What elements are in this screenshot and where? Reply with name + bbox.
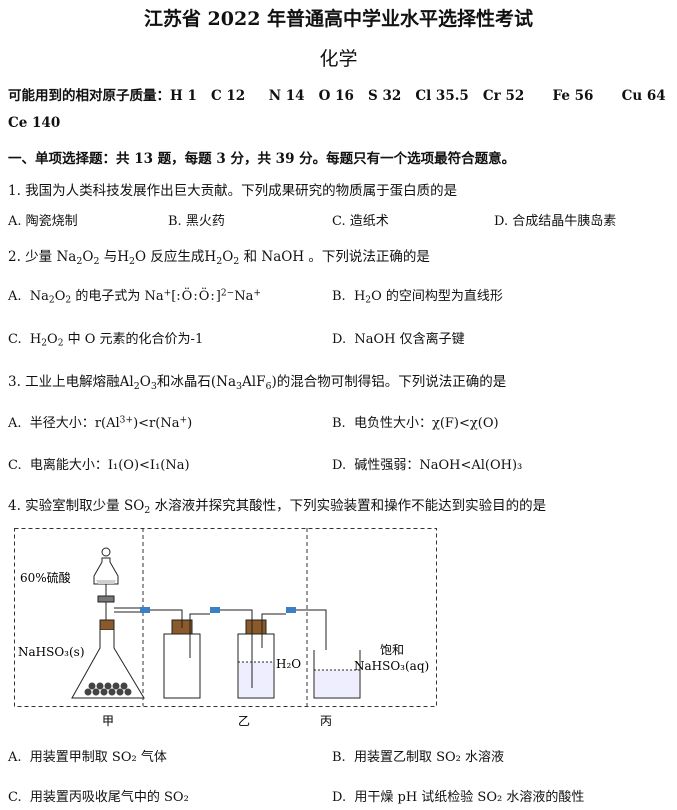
apparatus-frame xyxy=(14,528,437,707)
label-solid: NaHSO₃(s) xyxy=(18,645,85,659)
separatory-funnel xyxy=(93,557,119,585)
q2-option-b[interactable]: B. H2O 的空间构型为直线形 xyxy=(332,289,503,306)
flask-stopper xyxy=(99,619,115,631)
mass-cr: Cr 52 xyxy=(482,88,525,104)
label-nahso3-aq: NaHSO₃(aq) xyxy=(354,659,429,673)
funnel-stopper xyxy=(101,547,111,557)
q3-option-c[interactable]: C. 电离能大小：I₁(O)<I₁(Na) xyxy=(8,458,190,473)
q4-stem: 4. 实验室制取少量 SO2 水溶液并探究其酸性，下列实验装置和操作不能达到实验… xyxy=(8,498,547,516)
label-saturated: 饱和 xyxy=(380,642,404,657)
tube-joint-2 xyxy=(210,607,220,613)
mass-fe: Fe 56 xyxy=(552,88,594,104)
q2-option-a[interactable]: A. Na2O2 的电子式为 Na+[:Ö:Ö:]2−Na+ xyxy=(8,288,262,306)
mass-c: C 12 xyxy=(210,88,246,104)
solid-granules xyxy=(84,682,132,696)
mass-s: S 32 xyxy=(368,88,402,104)
q1-stem: 1. 我国为人类科技发展作出巨大贡献。下列成果研究的物质属于蛋白质的是 xyxy=(8,183,458,199)
apparatus-yi-bottle-2 xyxy=(220,609,286,699)
label-acid: 60%硫酸 xyxy=(20,570,71,585)
q2-option-d[interactable]: D. NaOH 仅含离子键 xyxy=(332,332,465,347)
tube-joint-1 xyxy=(140,607,150,613)
mass-cu: Cu 64 xyxy=(621,88,666,104)
apparatus-yi-bottle-1 xyxy=(150,609,210,699)
label-water: H₂O xyxy=(276,657,301,671)
q4-option-c[interactable]: C. 用装置丙吸收尾气中的 SO₂ xyxy=(8,790,189,805)
q2-option-c[interactable]: C. H2O2 中 O 元素的化合价为-1 xyxy=(8,332,204,349)
tube-joint-3 xyxy=(286,607,296,613)
q2-stem: 2. 少量 Na2O2 与H2O 反应生成H2O2 和 NaOH 。下列说法正确… xyxy=(8,249,430,267)
subject-title: 化学 xyxy=(319,48,358,70)
apparatus-diagram: 60%硫酸 NaHSO₃(s) H₂O 饱和 NaHSO₃(aq) 甲 乙 丙 xyxy=(14,528,437,728)
label-jia: 甲 xyxy=(102,714,114,728)
conical-flask xyxy=(71,630,145,699)
q4-option-a[interactable]: A. 用装置甲制取 SO₂ 气体 xyxy=(8,750,167,765)
q3-option-b[interactable]: B. 电负性大小：χ(F)<χ(O) xyxy=(332,416,499,431)
q3-stem: 3. 工业上电解熔融Al2O3和冰晶石(Na3AlF6)的混合物可制得铝。下列说… xyxy=(8,374,507,392)
q1-option-b[interactable]: B. 黑火药 xyxy=(168,214,225,229)
apparatus-jia xyxy=(71,547,145,699)
section-heading: 一、单项选择题：共 13 题，每题 3 分，共 39 分。每题只有一个选项最符合… xyxy=(8,151,516,167)
q4-option-d[interactable]: D. 用干燥 pH 试纸检验 SO₂ 水溶液的酸性 xyxy=(332,790,585,805)
q1-option-d[interactable]: D. 合成结晶牛胰岛素 xyxy=(494,214,617,229)
atomic-mass-label: 可能用到的相对原子质量： xyxy=(8,88,170,104)
label-yi: 乙 xyxy=(238,714,250,728)
apparatus-bing-beaker xyxy=(296,609,361,699)
mass-o: O 16 xyxy=(318,88,354,104)
mass-cl: Cl 35.5 xyxy=(415,88,469,104)
label-bing: 丙 xyxy=(320,714,332,728)
mass-h: H 1 xyxy=(170,88,197,104)
q3-option-d[interactable]: D. 碱性强弱：NaOH<Al(OH)₃ xyxy=(332,458,523,473)
q3-option-a[interactable]: A. 半径大小：r(Al3+)<r(Na+) xyxy=(8,415,193,431)
q1-option-a[interactable]: A. 陶瓷烧制 xyxy=(8,214,78,229)
mass-n: N 14 xyxy=(268,88,305,104)
q4-option-b[interactable]: B. 用装置乙制取 SO₂ 水溶液 xyxy=(332,750,504,765)
atomic-mass-row: 可能用到的相对原子质量：H 1 C 12 N 14 O 16 S 32 Cl 3… xyxy=(8,84,666,104)
stopcock xyxy=(97,595,115,603)
mass-ce: Ce 140 xyxy=(8,115,61,131)
exam-title: 江苏省 2022 年普通高中学业水平选择性考试 xyxy=(143,8,534,30)
q1-option-c[interactable]: C. 造纸术 xyxy=(332,214,389,229)
